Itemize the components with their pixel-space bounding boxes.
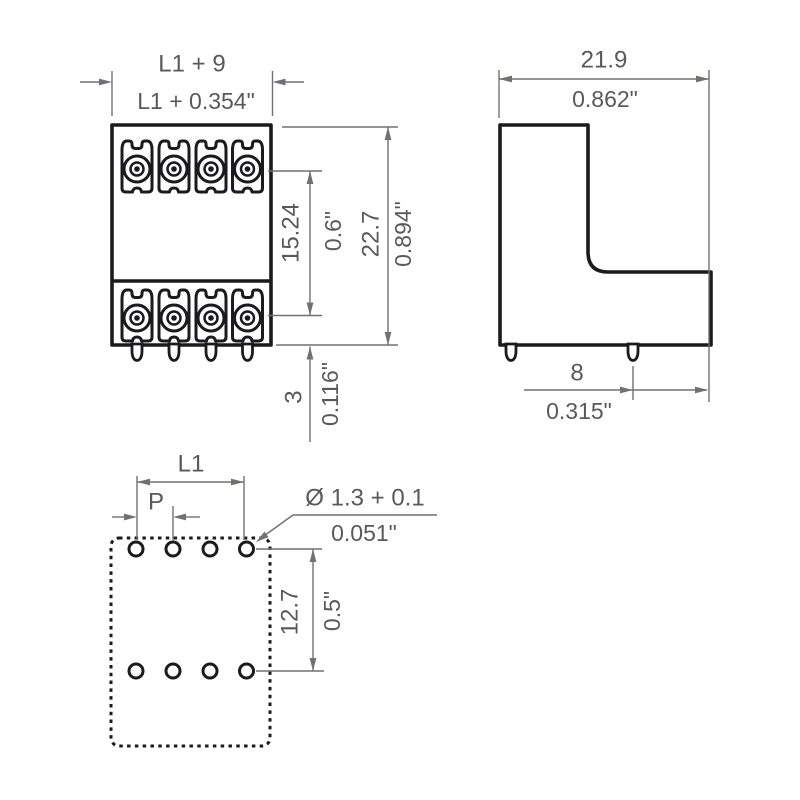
solder-pin [504, 342, 518, 362]
drill-hole [127, 662, 145, 680]
dim-label-hole-dia-in: 0.051" [331, 520, 397, 546]
dim-label-pin-edge-mm: 8 [570, 360, 583, 387]
solder-pin [167, 342, 181, 362]
front-view: L1 + 9 L1 + 0.354" 15.24 0.6" 22.7 0.894… [80, 51, 416, 442]
arrowhead [306, 302, 314, 316]
solder-pin [626, 342, 640, 362]
arrowhead [309, 658, 317, 671]
dim-label-pin-edge-in: 0.315" [546, 398, 612, 424]
arrowhead [256, 531, 269, 542]
dim-label-depth-in: 0.862" [572, 86, 638, 112]
drill-hole [164, 662, 182, 680]
dim-label-pitch: P [148, 489, 164, 516]
dim-label-row-dist-in: 0.5" [319, 591, 345, 631]
leader-line [258, 514, 437, 541]
dim-label-row-spacing-mm: 15.24 [278, 203, 305, 263]
drill-hole [127, 540, 145, 558]
drill-hole [238, 540, 255, 558]
drill-hole [201, 662, 219, 680]
arrowhead [306, 346, 314, 360]
arrowhead [173, 513, 186, 521]
arrowhead [231, 478, 244, 486]
side-view: 21.9 0.862" 8 0.315" [498, 47, 713, 424]
arrowhead [124, 513, 137, 521]
dim-label-pin-length-in: 0.116" [317, 362, 343, 426]
dim-label-width-mm: L1 + 9 [158, 51, 225, 78]
arrowhead [695, 386, 708, 394]
dim-label-width-in: L1 + 0.354" [137, 88, 255, 114]
arrowhead [696, 75, 709, 83]
dim-label-depth-mm: 21.9 [581, 47, 628, 74]
solder-pin [241, 342, 254, 362]
dim-label-span: L1 [178, 451, 205, 478]
connector-body-side [498, 123, 713, 347]
drill-hole [201, 540, 219, 558]
drill-hole [238, 662, 255, 680]
arrowhead [306, 171, 314, 184]
dim-label-hole-dia-mm: Ø 1.3 + 0.1 [305, 485, 424, 512]
drill-hole [164, 540, 182, 558]
arrowhead [620, 386, 633, 394]
dim-label-height-in: 0.894" [390, 201, 416, 267]
arrowhead [384, 332, 392, 345]
dim-label-pin-length-mm: 3 [281, 390, 308, 403]
pcb-outline-dotted [109, 536, 272, 748]
solder-pin [204, 342, 218, 362]
arrowhead [99, 78, 112, 86]
arrowhead [137, 478, 150, 486]
arrowhead [499, 75, 512, 83]
dim-label-row-spacing-in: 0.6" [320, 211, 346, 251]
arrowhead [272, 78, 286, 86]
drill-plan-view: L1 P Ø 1.3 + 0.1 0.051" 12.7 0.5" [109, 451, 437, 748]
solder-pin [130, 342, 144, 362]
arrowhead [384, 127, 392, 140]
dim-label-row-dist-mm: 12.7 [277, 589, 304, 636]
arrowhead [309, 549, 317, 562]
dim-label-height-mm: 22.7 [358, 211, 385, 258]
